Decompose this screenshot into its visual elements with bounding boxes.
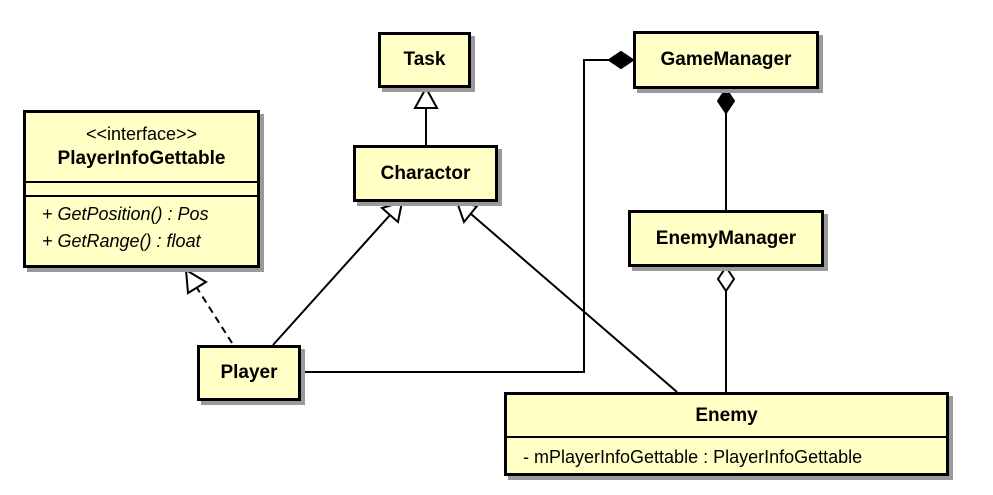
interface-name: PlayerInfoGettable xyxy=(57,148,226,169)
gamemanager-enemymanager-composition-diamond xyxy=(716,87,736,115)
player-info-gettable-interface[interactable]: <<interface>> PlayerInfoGettable + GetPo… xyxy=(23,110,260,268)
gamemanager-player-composition-diamond xyxy=(607,50,635,70)
player-interface-realization-arrowhead xyxy=(184,268,208,295)
operation-get-range: + GetRange() : float xyxy=(42,231,201,251)
enemy-class[interactable]: Enemy - mPlayerInfoGettable : PlayerInfo… xyxy=(504,392,949,476)
player-class-name: Player xyxy=(220,362,278,383)
interface-operations-section: + GetPosition() : Pos + GetRange() : flo… xyxy=(26,195,257,255)
charactor-task-generalization-arrowhead xyxy=(413,85,439,109)
enemy-manager-class-name: EnemyManager xyxy=(655,227,797,249)
attribute-player-info-gettable: - mPlayerInfoGettable : PlayerInfoGettab… xyxy=(523,447,863,467)
enemy-title-section: Enemy xyxy=(507,395,946,436)
enemy-charactor-generalization-arrowhead xyxy=(455,200,479,225)
charactor-class-name: Charactor xyxy=(380,162,471,184)
interface-attributes-section xyxy=(26,181,257,195)
interface-title-section: <<interface>> PlayerInfoGettable xyxy=(26,113,257,181)
enemymanager-enemy-aggregation-diamond xyxy=(716,265,736,293)
enemy-manager-class[interactable]: EnemyManager xyxy=(628,210,824,267)
game-manager-class-name: GameManager xyxy=(660,49,792,70)
player-charactor-generalization-arrowhead xyxy=(379,200,404,224)
enemy-attributes-section: - mPlayerInfoGettable : PlayerInfoGettab… xyxy=(507,436,946,469)
player-interface-realization-line xyxy=(196,287,233,344)
enemy-charactor-generalization-line xyxy=(470,213,678,393)
task-class[interactable]: Task xyxy=(378,32,471,88)
interface-stereotype: <<interface>> xyxy=(85,124,198,144)
operation-get-position: + GetPosition() : Pos xyxy=(42,204,209,224)
game-manager-class[interactable]: GameManager xyxy=(633,31,819,89)
task-class-name: Task xyxy=(403,49,446,70)
gamemanager-player-composition-line xyxy=(302,59,609,373)
enemy-class-name: Enemy xyxy=(695,404,758,426)
charactor-class[interactable]: Charactor xyxy=(353,145,498,202)
player-charactor-generalization-line xyxy=(272,214,391,346)
player-class[interactable]: Player xyxy=(197,345,301,401)
